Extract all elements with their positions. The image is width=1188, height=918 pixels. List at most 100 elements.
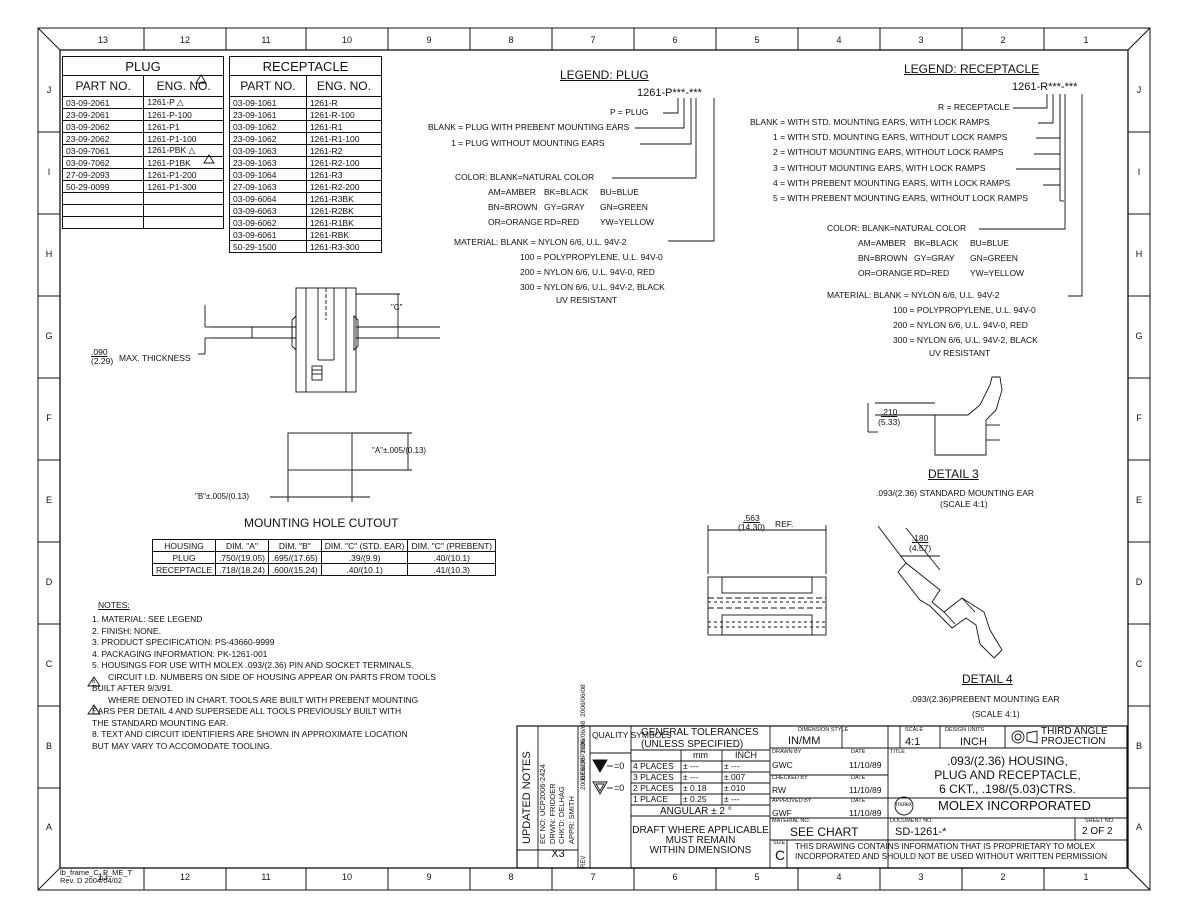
draft-line: MUST REMAIN	[665, 835, 736, 846]
row-label-right: I	[1137, 167, 1141, 177]
receptacle-option: BLANK = WITH STD. MOUNTING EARS, WITH LO…	[750, 117, 990, 127]
material-line: 100 = POLYPROPYLENE, U.L. 94V-0	[893, 305, 1036, 315]
column-label-top: 13	[97, 35, 108, 45]
note-line: BUT MAY VARY TO ACCOMODATE TOOLING.	[92, 740, 273, 751]
thickness-text: MAX. THICKNESS	[119, 353, 191, 363]
detail4-sub2: (SCALE 4:1)	[972, 709, 1020, 719]
cutout-cell: .695/(17.65)	[267, 551, 322, 564]
row-label-right: E	[1135, 495, 1142, 505]
cutout-cell: .40/(10.1)	[407, 551, 497, 564]
column-label-bottom: 2	[1000, 872, 1006, 882]
material-line: 100 = POLYPROPYLENE, U.L. 94V-0	[520, 252, 663, 262]
rev-date: 2006/06/08	[580, 757, 587, 790]
cutout-cell: .39/(9.9)	[320, 551, 409, 564]
column-label-bottom: 1	[1083, 872, 1089, 882]
cutout-cell: .41/(10.3)	[407, 563, 497, 576]
cutout-cell: .718/(18.24)	[215, 563, 269, 576]
frame-id-text: lb_frame_C_P_ME_T	[60, 868, 133, 877]
tol-sub: (UNLESS SPECIFIED)	[641, 739, 744, 750]
legend-rec-options: BLANK = WITH STD. MOUNTING EARS, WITH LO…	[750, 115, 1028, 206]
color-code: RD=RED	[914, 268, 950, 278]
drawn-date: 11/10/89	[849, 760, 882, 770]
legend-plug-code: 1261-P***-***	[637, 87, 702, 99]
column-label-top: 8	[508, 35, 514, 45]
tol-places: 4 PLACES	[633, 761, 674, 771]
color-code: BU=BLUE	[970, 238, 1009, 248]
legend-plug-blank: BLANK = PLUG WITH PREBENT MOUNTING EARS	[428, 122, 630, 132]
tol-mm: ± 0.25	[683, 794, 707, 804]
checked-value: RW	[772, 785, 787, 795]
column-label-top: 12	[179, 35, 190, 45]
material-line: UV RESISTANT	[929, 348, 991, 358]
color-code: RD=RED	[544, 217, 580, 227]
plug-code-base: 1261-P	[637, 87, 673, 99]
rev-appr: APPR: SMITH	[566, 796, 576, 844]
color-code: YW=YELLOW	[970, 268, 1025, 278]
detail3-dim: .210 (5.33)	[878, 407, 900, 427]
drawn-label: DRAWN BY	[772, 749, 802, 755]
note-line: BUILT AFTER 9/3/91.	[92, 683, 174, 693]
color-code: BU=BLUE	[600, 187, 639, 197]
ref-bottom: (14.30)	[738, 522, 765, 532]
rev-date: 2006/06/08	[580, 684, 587, 717]
checked-label: CHECKED BY	[772, 775, 808, 781]
color-code: GN=GREEN	[600, 202, 648, 212]
row-label-left: C	[45, 659, 53, 669]
material-line: UV RESISTANT	[556, 295, 618, 305]
note-line: EARS PER DETAIL 4 AND SUPERSEDE ALL TOOL…	[92, 706, 402, 716]
row-label-right: G	[1135, 331, 1143, 341]
receptacle-option: 5 = WITH PREBENT MOUNTING EARS, WITHOUT …	[773, 193, 1028, 204]
notes-title: NOTES:	[98, 600, 130, 610]
rec-code-base: 1261-R	[1012, 81, 1049, 93]
note-flag-7: 7	[92, 707, 96, 713]
approved-label: APPROVED BY	[772, 798, 812, 804]
rec-header-part: PART NO.	[229, 75, 307, 97]
title-line: 6 CKT., .198/(5.03)CTRS.	[939, 782, 1076, 796]
rec-header-eng: ENG. NO.	[305, 75, 383, 97]
column-label-bottom: 13	[97, 872, 108, 882]
plug-header-eng: ENG. NO.	[143, 75, 224, 97]
receptacle-option: 2 = WITHOUT MOUNTING EARS, WITHOUT LOCK …	[773, 147, 1004, 158]
d3-bottom: (5.33)	[878, 417, 901, 427]
legend-receptacle-title: LEGEND: RECEPTACLE	[904, 62, 1040, 76]
tol-inch: ±.007	[724, 772, 746, 782]
legend-plug-color: COLOR: BLANK=NATURAL COLOR	[455, 172, 595, 182]
column-label-top: 7	[590, 35, 596, 45]
proprietary-line: THIS DRAWING CONTAINS INFORMATION THAT I…	[795, 842, 1096, 851]
rev-ec: EC NO: UCP2006-2424	[538, 764, 547, 844]
title-line: .093/(2.36) HOUSING,	[947, 754, 1068, 768]
table-row: RECEPTACLE.718/(18.24).600/(15.24).40/(1…	[151, 563, 497, 576]
rec-eng-no: 1261-R3-300	[305, 240, 383, 253]
scale-label: SCALE	[905, 727, 924, 733]
frame-id: lb_frame_C_P_ME_T Rev. D 2004/04/02	[60, 869, 132, 885]
dim-b-label: "B"±.005/(0.13)	[195, 492, 250, 501]
column-label-bottom: 12	[179, 872, 190, 882]
plug-code-suffix: ***-***	[672, 87, 702, 99]
tol-mm-header: mm	[693, 750, 708, 760]
proprietary-notice: THIS DRAWING CONTAINS INFORMATION THAT I…	[795, 842, 1107, 862]
tol-inch: ±.010	[724, 783, 746, 793]
tol-inch: ± ---	[724, 761, 740, 771]
plug-part-no: 50-29-0099	[61, 180, 145, 193]
receptacle-table-title: RECEPTACLE	[229, 56, 382, 76]
legend-receptacle-code: 1261-R***-***	[1012, 81, 1077, 93]
cutout-cell: .40/(10.1)	[320, 563, 409, 576]
legend-plug-title: LEGEND: PLUG	[560, 68, 649, 82]
cutout-cell: .600/(15.24)	[267, 563, 322, 576]
rev-rev-label: REV	[581, 855, 587, 868]
table-row: PLUG.750/(19.05).695/(17.65).39/(9.9).40…	[151, 551, 497, 564]
rev-date: 2006/06/08	[580, 720, 587, 754]
scale-value: 4:1	[905, 736, 921, 748]
receptacle-option: 4 = WITH PREBENT MOUNTING EARS, WITH LOC…	[773, 177, 1011, 188]
cutout-header: HOUSING	[151, 539, 217, 552]
size-value: C	[775, 847, 786, 863]
detail3-sub1: .093/(2.36) STANDARD MOUNTING EAR	[876, 488, 1035, 498]
